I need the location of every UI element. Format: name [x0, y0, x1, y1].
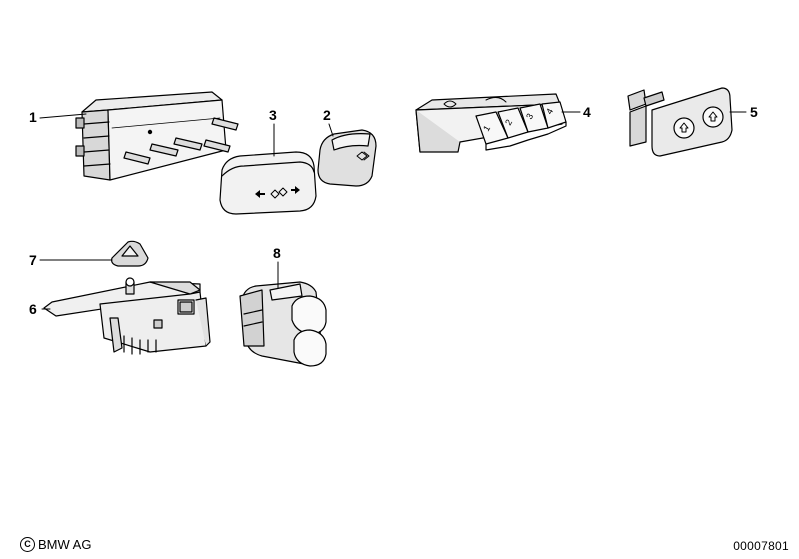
- callout-8: 8: [273, 245, 281, 261]
- part-3-rocker-switch: [219, 151, 317, 215]
- part-2-small-button: [317, 129, 377, 187]
- leader-1: [39, 113, 87, 119]
- part-4-key-label: 1: [481, 124, 492, 133]
- image-code: 00007801: [733, 539, 789, 553]
- part-4-switch-block: [415, 93, 567, 153]
- callout-2: 2: [323, 107, 331, 123]
- leader-lines: [39, 111, 747, 310]
- part-4-key-labels: 1 2 3 4: [481, 107, 555, 133]
- callout-1: 1: [29, 109, 37, 125]
- part-1-climate-control-unit: [75, 91, 239, 181]
- part-5-twin-button-panel: [627, 87, 733, 157]
- copyright-notice: C BMW AG: [20, 537, 91, 552]
- part-6-lever-switch: [43, 277, 211, 355]
- part-7-small-cap: [111, 240, 149, 267]
- copyright-icon: C: [20, 537, 35, 552]
- part-4-key-label: 3: [524, 112, 535, 121]
- part-4-key-label: 4: [544, 107, 555, 116]
- callout-6: 6: [29, 301, 37, 317]
- callout-5: 5: [750, 104, 758, 120]
- callout-4: 4: [583, 104, 591, 120]
- callout-3: 3: [269, 107, 277, 123]
- part-4-key-label: 2: [503, 118, 514, 127]
- leader-2: [328, 123, 334, 137]
- callout-7: 7: [29, 252, 37, 268]
- part-8-double-push-button: [239, 281, 327, 367]
- copyright-brand: BMW AG: [38, 537, 92, 552]
